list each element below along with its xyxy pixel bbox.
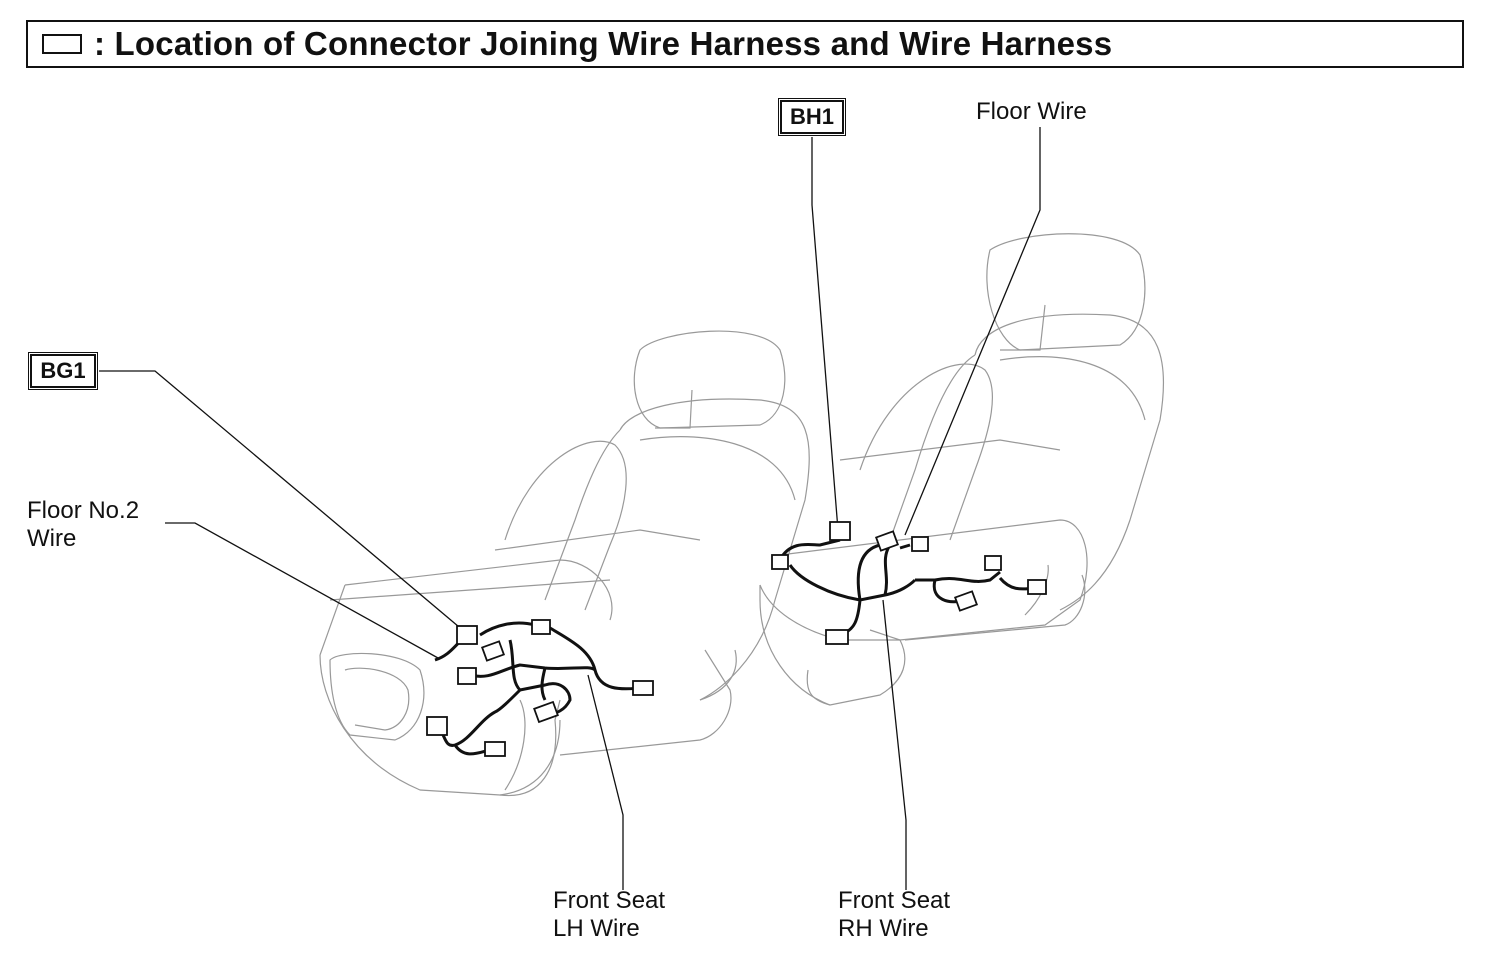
connector-bg1-block xyxy=(456,625,478,645)
floor-no2-wire-label: Floor No.2 Wire xyxy=(27,497,140,552)
rh-wire-harness xyxy=(778,538,1036,637)
connector-code-bg1: BG1 xyxy=(28,352,98,390)
right-seat-outline xyxy=(759,233,1165,706)
leader-floor-no2 xyxy=(165,522,439,659)
connector-box-icon xyxy=(42,34,82,54)
left-seat-outline xyxy=(319,330,810,797)
front-seat-lh-wire-label: Front Seat LH Wire xyxy=(553,887,666,942)
page-title: : Location of Connector Joining Wire Har… xyxy=(94,25,1113,62)
leader-lh-wire xyxy=(587,674,624,890)
leader-rh-wire xyxy=(882,599,907,890)
connector-code-bh1: BH1 xyxy=(778,98,846,136)
rh-connectors xyxy=(771,521,1047,645)
leader-lines xyxy=(99,127,1041,890)
leader-bg1 xyxy=(99,370,466,633)
connector-bh1-block xyxy=(829,521,851,541)
lh-connectors xyxy=(426,619,654,757)
leader-bh1 xyxy=(811,137,839,531)
front-seat-rh-wire-label: Front Seat RH Wire xyxy=(838,887,951,942)
leader-floor-wire xyxy=(904,127,1041,536)
title-bar: : Location of Connector Joining Wire Har… xyxy=(26,20,1464,68)
floor-wire-label: Floor Wire xyxy=(976,98,1087,125)
